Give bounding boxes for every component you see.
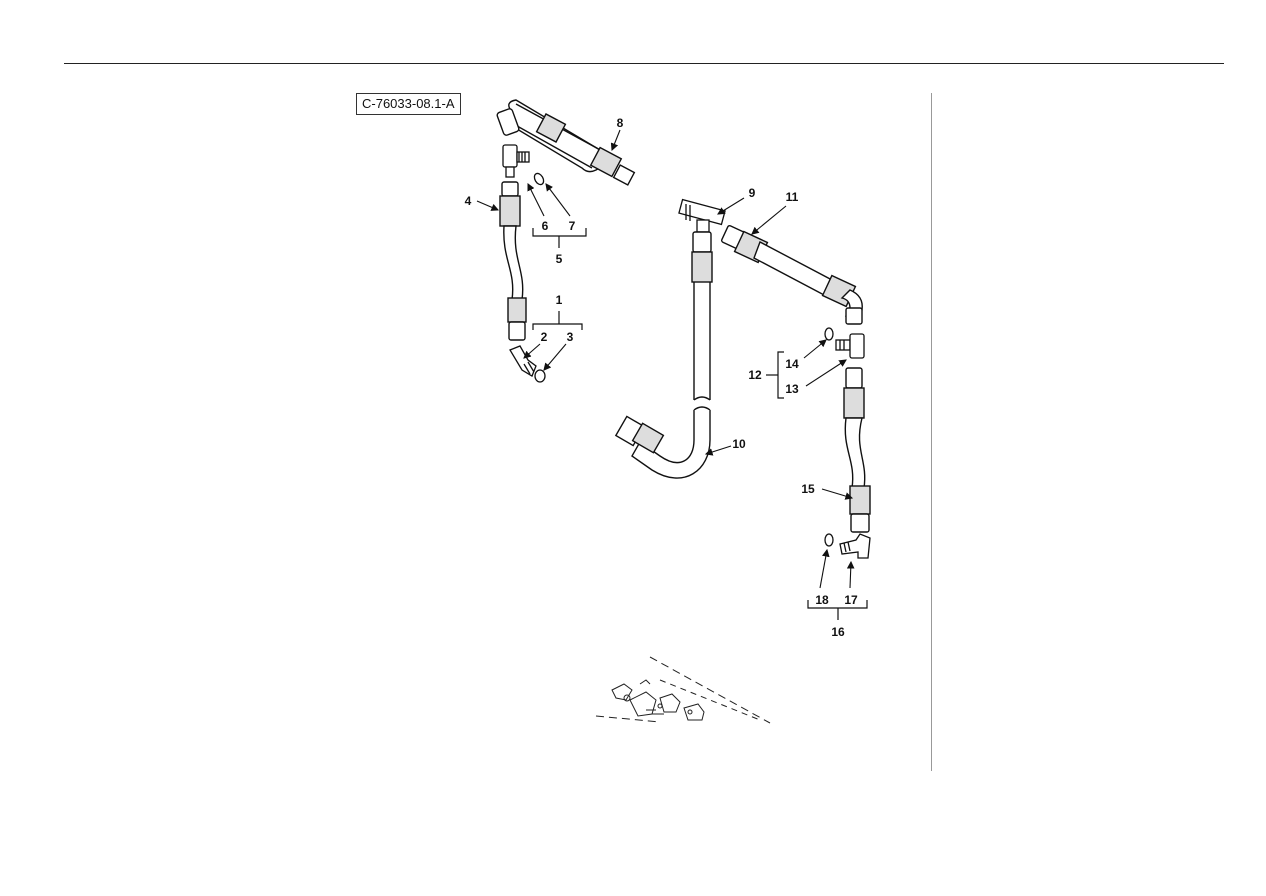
tee-fitting-part-13 xyxy=(824,327,865,359)
elbow-fitting-part-2 xyxy=(509,345,546,383)
callout-15: 15 xyxy=(801,482,815,496)
tee-fitting-part-6 xyxy=(502,144,545,186)
location-inset-sketch xyxy=(595,656,771,724)
bracket-part-16 xyxy=(807,600,868,620)
callout-4: 4 xyxy=(465,194,472,208)
bracket-part-1 xyxy=(532,311,583,330)
header-rule xyxy=(64,63,1224,64)
callout-2: 2 xyxy=(541,330,548,344)
bracket-part-12 xyxy=(766,351,784,399)
column-divider xyxy=(931,93,932,771)
callout-6: 6 xyxy=(542,219,549,233)
callout-8: 8 xyxy=(617,116,624,130)
callout-12: 12 xyxy=(748,368,762,382)
callout-13: 13 xyxy=(785,382,799,396)
callout-3: 3 xyxy=(567,330,574,344)
callout-14: 14 xyxy=(785,357,799,371)
callout-7: 7 xyxy=(569,219,576,233)
hose-part-11 xyxy=(720,224,863,325)
hose-part-8 xyxy=(496,99,636,186)
callout-16: 16 xyxy=(831,625,845,639)
callout-11: 11 xyxy=(786,190,799,204)
callout-5: 5 xyxy=(556,252,563,266)
callout-17: 17 xyxy=(844,593,858,607)
hose-part-15 xyxy=(843,367,871,533)
callout-18: 18 xyxy=(815,593,829,607)
tee-fitting-part-9 xyxy=(678,198,726,233)
leader-lines xyxy=(476,129,855,589)
hose-part-10 xyxy=(614,231,713,479)
elbow-fitting-part-17 xyxy=(824,533,871,559)
figure-reference-label: C-76033-08.1-A xyxy=(356,93,461,115)
bracket-part-5 xyxy=(532,228,587,248)
callout-1: 1 xyxy=(556,293,563,307)
callout-numbers: 1 2 3 4 5 6 7 8 9 10 11 12 13 14 15 16 1… xyxy=(465,116,858,639)
hose-part-4 xyxy=(499,181,527,341)
callout-10: 10 xyxy=(732,437,746,451)
callout-9: 9 xyxy=(749,186,756,200)
